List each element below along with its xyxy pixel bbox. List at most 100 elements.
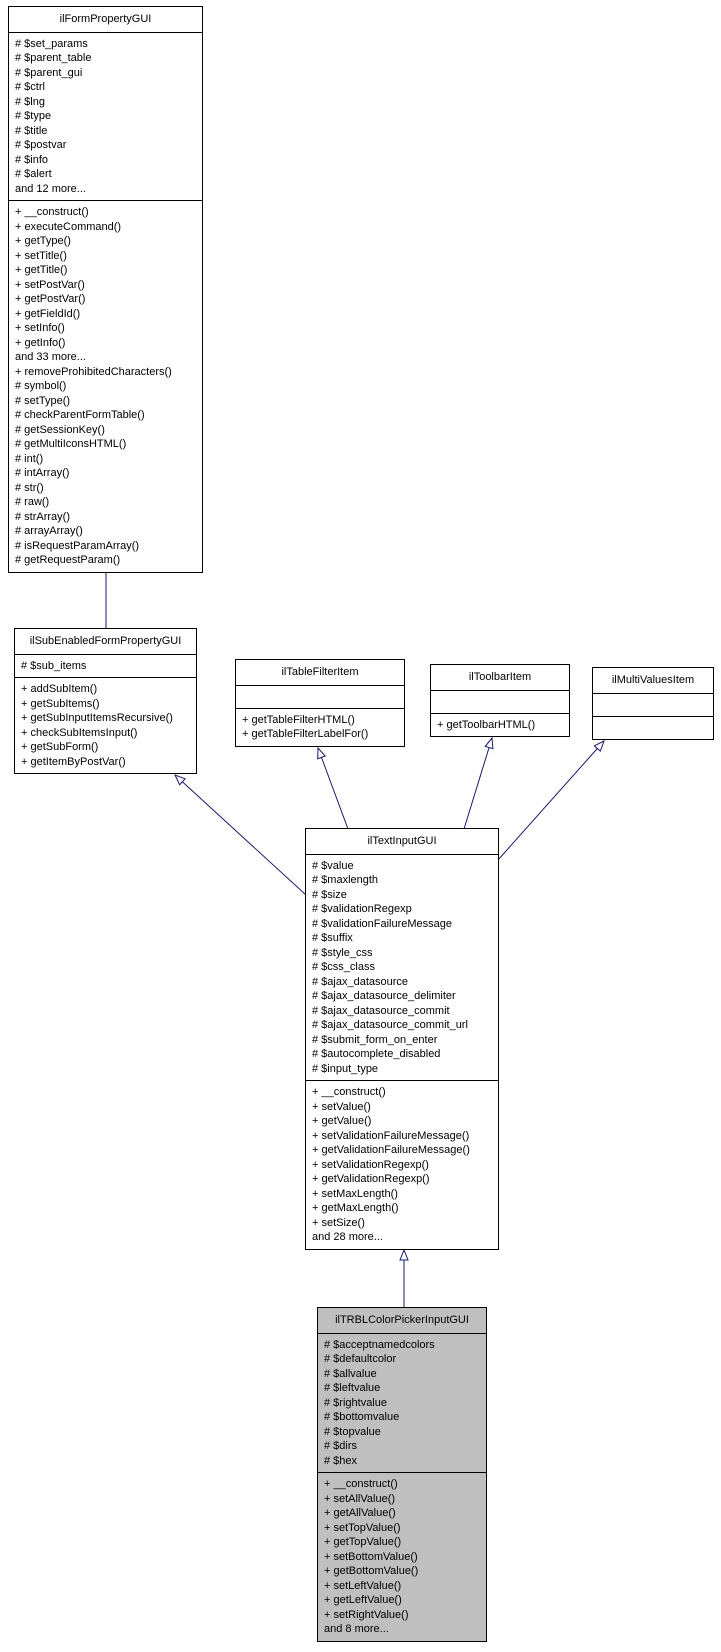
member-line: # $input_type <box>312 1062 379 1075</box>
class-box-ilTableFilterItem[interactable]: ilTableFilterItem + getTableFilterHTML()… <box>235 659 405 747</box>
class-attributes: # $value # $maxlength # $size # $validation… <box>306 855 498 1081</box>
member-line: # arrayArray() <box>15 525 83 537</box>
member-line: + getBottomValue() <box>324 1565 419 1577</box>
member-line: # $validationRegexp <box>312 903 412 915</box>
member-line: # $css_class <box>312 961 375 973</box>
member-line: # $autocomplete_disabled <box>312 1048 441 1060</box>
member-line: # intArray() <box>15 467 70 479</box>
member-line: # $info <box>15 153 49 166</box>
member-line: # $title <box>15 124 48 137</box>
member-line: # $hex <box>324 1454 358 1467</box>
member-line: + getToolbarHTML() <box>437 718 536 731</box>
member-line: # $dirs <box>324 1440 358 1452</box>
member-line: # $parent_table <box>15 52 92 64</box>
member-line: # $set_params <box>15 37 88 50</box>
member-line: + getItemByPostVar() <box>21 755 126 768</box>
class-methods: + __construct()+ setValue()+ getValue()+… <box>306 1080 498 1249</box>
class-title: ilFormPropertyGUI <box>9 7 202 33</box>
member-line: + setValue() <box>312 1100 371 1113</box>
class-title: ilTableFilterItem <box>236 660 404 686</box>
member-line: + __construct() <box>324 1478 398 1490</box>
member-line: + setValidationRegexp() <box>312 1158 429 1171</box>
class-box-ilToolbarItem[interactable]: ilToolbarItem + getToolbarHTML() <box>430 664 570 737</box>
class-methods <box>593 715 713 739</box>
member-line: # $type <box>15 110 52 122</box>
member-line: # $topvalue <box>324 1425 381 1438</box>
member-line: + setTitle() <box>15 249 67 262</box>
member-line: # setType() <box>15 394 71 407</box>
member-line: + getAllValue() <box>324 1507 396 1519</box>
member-line: + setSize() <box>312 1216 365 1229</box>
class-methods: + __construct() + setAllValue() + getAllVa… <box>318 1472 486 1641</box>
class-methods: + __construct()+ executeCommand()+ getTy… <box>9 200 202 572</box>
member-line: + getLeftValue() <box>324 1594 402 1606</box>
member-line: # $allvalue <box>324 1367 377 1380</box>
member-line: + getInfo() <box>15 336 66 349</box>
member-line: + getSubInputItemsRecursive() <box>21 712 173 724</box>
class-title: ilTRBLColorPickerInputGUI <box>318 1308 486 1334</box>
member-line: and 8 more... <box>324 1623 389 1635</box>
member-line: # $parent_gui <box>15 66 83 79</box>
member-line: # $style_css <box>312 946 373 959</box>
member-line: # isRequestParamArray() <box>15 539 140 552</box>
member-line: + setMaxLength() <box>312 1187 398 1200</box>
class-box-ilSubEnabledFormPropertyGUI[interactable]: ilSubEnabledFormPropertyGUI # $sub_items… <box>14 628 197 774</box>
member-line: + checkSubItemsInput() <box>21 726 138 739</box>
edge-ilTextInputGUI-to-ilMultiValuesItem <box>497 741 604 861</box>
class-box-ilMultiValuesItem[interactable]: ilMultiValuesItem <box>592 667 714 740</box>
member-line: # $bottomvalue <box>324 1411 400 1423</box>
member-line: # symbol() <box>15 380 67 392</box>
member-line: + getValidationFailureMessage() <box>312 1144 470 1156</box>
member-line: and 12 more... <box>15 182 86 195</box>
class-box-ilFormPropertyGUI[interactable]: ilFormPropertyGUI # $set_params # $parent… <box>8 6 203 573</box>
class-title: ilTextInputGUI <box>306 829 498 855</box>
member-line: # checkParentFormTable() <box>15 409 145 421</box>
class-attributes <box>236 686 404 708</box>
member-line: + getTableFilterHTML() <box>242 713 355 726</box>
member-line: # getRequestParam() <box>15 554 121 566</box>
class-attributes: # $set_params # $parent_table # $parent_gu… <box>9 33 202 201</box>
member-line: # $submit_form_on_enter <box>312 1033 438 1046</box>
class-attributes <box>431 691 569 713</box>
class-methods: + getTableFilterHTML() + getTableFilterLa… <box>236 707 404 746</box>
edge-ilTextInputGUI-to-ilToolbarItem <box>463 738 492 830</box>
member-line: + getSubForm() <box>21 741 99 753</box>
member-line: + getTitle() <box>15 264 68 276</box>
member-line: + setInfo() <box>15 322 65 334</box>
member-line: # $alert <box>15 168 52 180</box>
member-line: # $postvar <box>15 139 67 151</box>
member-line: + getSubItems() <box>21 697 100 710</box>
member-line: # str() <box>15 481 44 494</box>
member-line: + getValidationRegexp() <box>312 1173 430 1185</box>
class-title: ilToolbarItem <box>431 665 569 691</box>
member-line: # $lng <box>15 95 45 108</box>
class-box-ilTRBLColorPickerInputGUI[interactable]: ilTRBLColorPickerInputGUI # $acceptnamed… <box>317 1307 487 1642</box>
member-line: + getPostVar() <box>15 293 86 305</box>
class-attributes: # $sub_items <box>15 655 196 678</box>
member-line: + getValue() <box>312 1115 372 1127</box>
edge-ilTextInputGUI-to-ilSubEnabledFormPropertyGUI <box>175 775 307 896</box>
member-line: # $ajax_datasource_commit <box>312 1004 450 1017</box>
edge-ilTextInputGUI-to-ilTableFilterItem <box>318 748 349 830</box>
member-line: # $rightvalue <box>324 1396 387 1409</box>
class-attributes <box>593 694 713 716</box>
member-line: # $ajax_datasource_commit_url <box>312 1019 468 1031</box>
member-line: # int() <box>15 452 44 465</box>
member-line: # $validationFailureMessage <box>312 917 453 930</box>
member-line: # $acceptnamedcolors <box>324 1338 435 1351</box>
member-line: + setValidationFailureMessage() <box>312 1129 470 1142</box>
member-line: # $value <box>312 859 354 872</box>
class-methods: + addSubItem()+ getSubItems()+ getSubInp… <box>15 677 196 773</box>
member-line: + setPostVar() <box>15 278 85 291</box>
member-line: + getMaxLength() <box>312 1202 399 1214</box>
member-line: + getTableFilterLabelFor() <box>242 728 369 740</box>
member-line: + setAllValue() <box>324 1492 396 1505</box>
class-title: ilSubEnabledFormPropertyGUI <box>15 629 196 655</box>
member-line: + setTopValue() <box>324 1521 401 1534</box>
member-line: + __construct() <box>15 206 89 218</box>
class-box-ilTextInputGUI[interactable]: ilTextInputGUI # $value # $maxlength # $si… <box>305 828 499 1250</box>
member-line: # strArray() <box>15 510 70 523</box>
member-line: # $maxlength <box>312 874 379 886</box>
member-line: # $size <box>312 888 347 901</box>
